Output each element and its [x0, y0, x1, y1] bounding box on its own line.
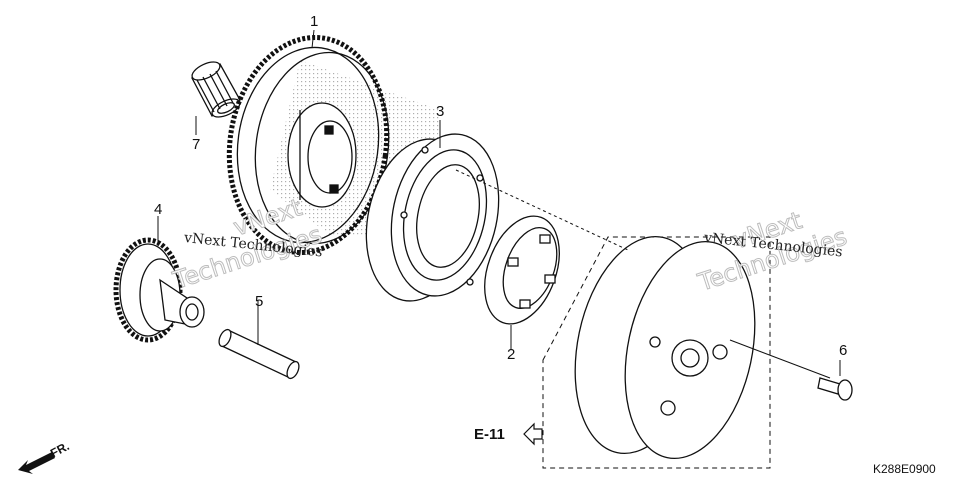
needle-bearing-part-7: [191, 61, 241, 118]
reference-boundary: [542, 236, 771, 469]
part-number-6: 6: [839, 342, 848, 359]
front-direction-arrow-icon: [18, 452, 55, 474]
reference-label: E-11: [474, 426, 505, 443]
part-number-4: 4: [154, 201, 163, 218]
leader-lines: [157, 29, 831, 379]
flywheel-rotor: [574, 235, 756, 460]
starter-clutch-outer-part-3: [365, 133, 500, 302]
part-number-3: 3: [436, 103, 445, 120]
reference-arrow-icon: [523, 422, 543, 446]
part-number-1: 1: [310, 13, 319, 30]
starter-driven-gear-part-1: [226, 35, 390, 255]
part-number-7: 7: [192, 136, 201, 153]
part-number-2: 2: [507, 346, 516, 363]
shaft-part-5: [218, 300, 300, 380]
reduction-gear-part-4: [113, 237, 205, 343]
part-number-5: 5: [255, 293, 264, 310]
one-way-clutch-part-2: [484, 215, 560, 325]
bolt-part-6: [817, 360, 853, 401]
drawing-code: K288E0900: [873, 462, 936, 476]
